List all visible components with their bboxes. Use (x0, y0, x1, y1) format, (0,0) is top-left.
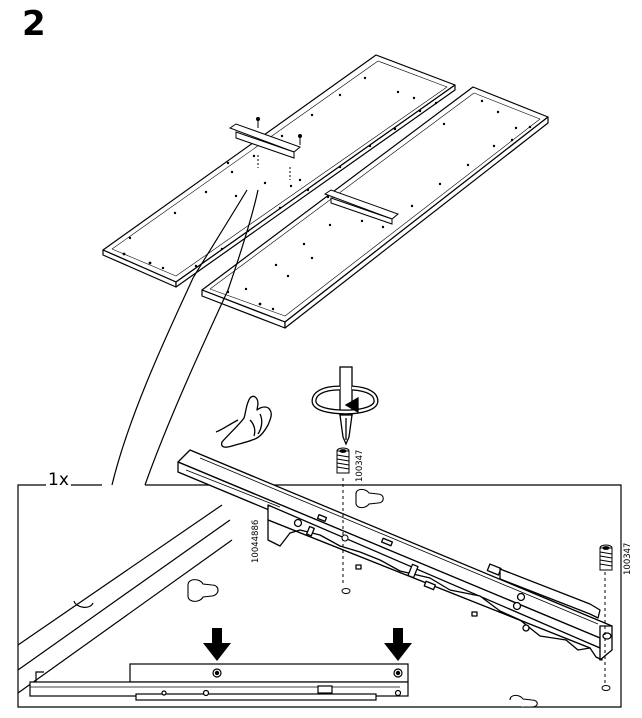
detail-board-edge (17, 504, 233, 694)
detail-frame (17, 484, 622, 708)
keyhole-holes (187, 488, 538, 708)
step-number: 2 (22, 4, 46, 44)
slide-rail (177, 449, 613, 661)
part-number-screw-top: 100347 (355, 449, 365, 482)
part-number-screw-right: 100347 (623, 542, 633, 575)
right-panel (201, 86, 549, 329)
screw-icon (336, 447, 350, 474)
screw-guide-line (341, 478, 611, 691)
quantity-label: 1x (46, 470, 71, 490)
down-arrow-icon (203, 628, 231, 661)
down-arrow-icon-right (384, 628, 412, 661)
overview-rail-right (323, 189, 399, 225)
hand-pointing-icon (215, 395, 272, 448)
panel-holes (122, 76, 532, 311)
side-view-rail (29, 663, 409, 701)
screw-icon-right (599, 544, 613, 571)
part-number-slide-rail: 10044886 (251, 519, 261, 563)
screwdriver-rotate-icon (311, 366, 379, 446)
overview-panels (102, 54, 549, 329)
zoom-lines (111, 189, 259, 486)
overview-rail-left (228, 117, 302, 180)
